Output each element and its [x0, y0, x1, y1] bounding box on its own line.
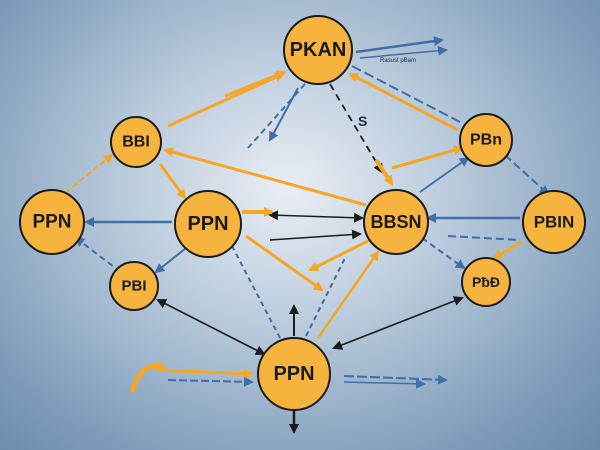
node-ppn-bottom-label: PPN — [273, 363, 314, 385]
node-bbsn[interactable]: BBSN — [363, 189, 429, 255]
edge-bbi-ppn-center — [158, 163, 187, 200]
edge-bbsn-ppn-center-orange — [308, 238, 371, 272]
edge-bbsn-pbn-blue — [419, 156, 470, 193]
node-bbsn-label: BBSN — [370, 212, 421, 232]
edge-pkan-down-dashed — [247, 83, 306, 149]
node-pbin[interactable]: PBIN — [522, 190, 586, 254]
edge-bbi-bbsn-orange — [163, 147, 367, 207]
edge-bbsn-ppn-bottom — [316, 250, 380, 339]
edge-ppn-bottom-dashed-1 — [231, 245, 281, 339]
edge-ppn-center-bbsn-1 — [268, 210, 364, 223]
node-pkan[interactable]: PKAN — [283, 15, 353, 85]
edge-pbin-pbd-orange — [492, 240, 523, 260]
nodes: PKAN BBI PBn PPN PPN BBSN PBIN PBI — [19, 15, 586, 411]
edge-ppn-center-bbsn-2 — [269, 229, 362, 241]
edge-pkan-pbn-blue — [351, 65, 461, 123]
node-ppn-left-label: PPN — [32, 212, 71, 233]
node-pbi-label: PBI — [121, 278, 146, 295]
edge-pkan-bbsn-black — [329, 83, 384, 174]
edge-ppn-left-pbi — [74, 236, 119, 271]
edge-pkan-topright-1 — [355, 36, 444, 54]
edge-left-blue-incoming — [167, 376, 254, 387]
edge-curly-orange — [129, 360, 166, 393]
node-bbi[interactable]: BBI — [110, 116, 162, 168]
edge-pbd-ppn-bottom — [332, 296, 464, 350]
edge-s-down — [374, 158, 394, 186]
s-annotation: S — [358, 113, 367, 129]
node-ppn-bottom[interactable]: PPN — [257, 337, 331, 411]
node-pbd-label: PƀĐ — [472, 274, 500, 290]
node-pbd[interactable]: PƀĐ — [461, 257, 511, 307]
edge-pbn-pbin — [504, 154, 550, 196]
node-bbi-label: BBI — [122, 134, 150, 151]
node-ppn-center[interactable]: PPN — [174, 190, 242, 258]
edge-right-blue-outgoing-2 — [343, 378, 426, 389]
edge-ppn-center-pbi — [154, 247, 187, 274]
edge-pkan-bbi-orange — [167, 72, 285, 128]
edge-bbsn-pbd — [421, 237, 466, 270]
edge-right-blue-outgoing-1 — [343, 374, 448, 385]
node-pbn-top-label: PBn — [470, 132, 502, 149]
node-ppn-center-label: PPN — [187, 213, 228, 235]
node-ppn-left[interactable]: PPN — [19, 189, 85, 255]
edge-pkan-pbn-orange — [348, 72, 459, 132]
edge-ppn-center-orange-diag — [245, 234, 324, 292]
node-pkan-label: PKAN — [290, 39, 347, 61]
node-pbi[interactable]: PBI — [109, 261, 159, 311]
top-right-caption: Rasust pBam — [380, 58, 416, 64]
edge-pkan-topright-2 — [359, 45, 448, 59]
node-pbn-top[interactable]: PBn — [459, 113, 513, 167]
edges — [65, 36, 550, 434]
edge-bbsn-pbn-orange — [391, 145, 464, 170]
edge-bbi-ppn-left — [65, 153, 114, 193]
node-pbin-label: PBIN — [534, 213, 575, 232]
edge-ppn-bottom-dashed-2 — [305, 255, 347, 337]
edge-left-orange-incoming — [157, 368, 254, 379]
edge-pbin-bbsn-dashed — [447, 235, 521, 241]
edge-pkan-down-2 — [269, 87, 299, 142]
edge-pbi-ppn-bottom — [156, 299, 266, 355]
